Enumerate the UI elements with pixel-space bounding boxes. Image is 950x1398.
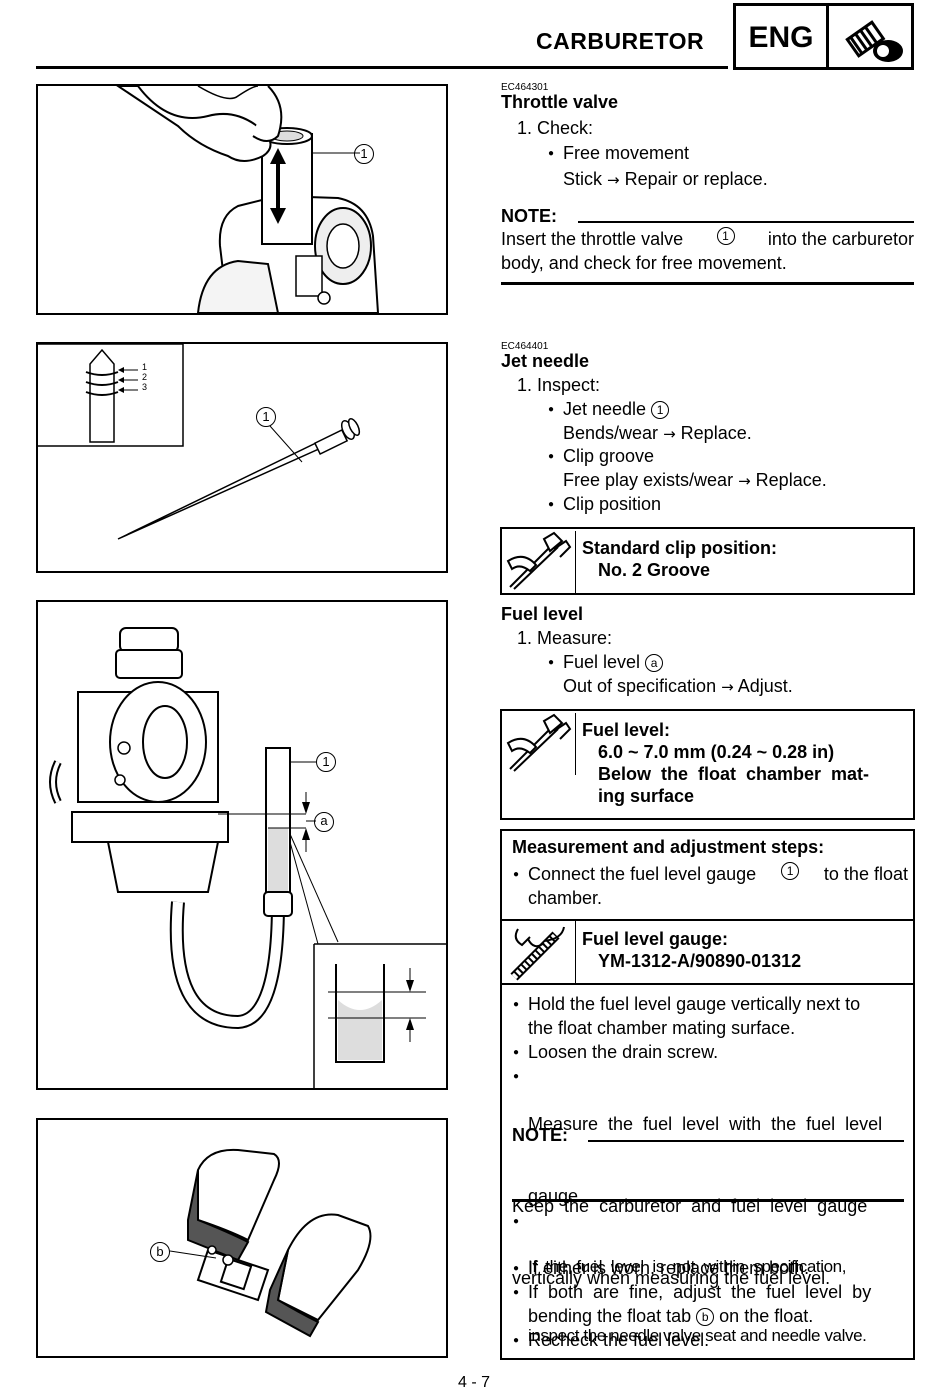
section-heading: Fuel level (501, 604, 584, 624)
spec-value: No. 2 Groove (598, 560, 711, 580)
note-label: NOTE: (512, 1125, 568, 1145)
tool-label: Fuel level gauge: (582, 929, 729, 949)
spec-label: Fuel level: (582, 720, 671, 740)
note-line-1: Insert the throttle valve (501, 229, 684, 249)
measurement-steps-box: Measurement and adjustment steps: Connec… (500, 829, 915, 1360)
arrow-right-icon: → (607, 171, 620, 189)
spec-label: Standard clip position: (582, 538, 778, 558)
section-heading: Jet needle (501, 351, 590, 371)
steps-heading: Measurement and adjustment steps: (512, 837, 825, 857)
spec-value: 6.0 ~ 7.0 mm (0.24 ~ 0.28 in) (598, 742, 835, 762)
arrow-right-icon: → (738, 472, 751, 490)
bullet-item: Connect the fuel level gauge 1 to the fl… (513, 862, 908, 910)
divider (502, 983, 913, 985)
fuel-level-figure: 1 a (36, 600, 448, 1090)
step-label: 1. Measure: (517, 628, 613, 648)
step-label: 1. Inspect: (517, 375, 601, 395)
eng-badge: ENG (733, 3, 914, 70)
circle-1-icon: 1 (651, 401, 670, 419)
note-end-rule (501, 282, 914, 285)
header-rule (36, 66, 728, 69)
jet-needle-figure: 1 2 3 1 (36, 342, 448, 573)
result-line: Free play exists/wear → Replace. (563, 470, 827, 490)
callout-b: b (150, 1242, 170, 1262)
bullet-item: Recheck the fuel level. (513, 1328, 709, 1353)
engine-gear-icon (829, 6, 911, 67)
caliper-icon (504, 531, 576, 593)
groove-labels: 1 2 3 (142, 362, 147, 392)
callout-1-label: 1 (360, 146, 368, 161)
spec-value: ing surface (598, 786, 695, 806)
arrow-right-icon: → (663, 425, 676, 443)
step-label: 1. Check: (517, 118, 594, 138)
eng-label: ENG (736, 6, 829, 67)
bullet-item: Free movement (548, 141, 689, 166)
spec-value: Below the float chamber mat- (598, 764, 870, 784)
bullet-item: Clip position (548, 492, 661, 517)
section-code: EC464401 (501, 341, 549, 352)
groove-label: 1 (142, 362, 148, 372)
bullet-item: Loosen the drain screw. (513, 1040, 718, 1065)
note-rule (588, 1140, 904, 1142)
throttle-valve-figure: 1 (36, 84, 448, 315)
divider (502, 919, 913, 921)
result-action: Repair or replace. (624, 169, 768, 189)
callout-1: 1 (316, 752, 336, 772)
callout-1-label: 1 (262, 409, 270, 424)
bullet-item: Fuel level a (548, 650, 664, 675)
note-line-1b: into the carburetor (767, 229, 914, 249)
bullet-item: Hold the fuel level gauge vertically nex… (513, 992, 906, 1040)
groove-label: 2 (142, 372, 148, 382)
circle-a-icon: a (645, 654, 664, 672)
bullet-item: Clip groove (548, 444, 654, 469)
result-line: Out of specification → Adjust. (563, 676, 793, 696)
circle-b-icon: b (696, 1308, 715, 1326)
page-number: 4 - 7 (458, 1374, 491, 1391)
result-text: Stick (563, 169, 603, 189)
arrow-right-icon: → (721, 678, 734, 696)
bullet-item: If both are fine, adjust the fuel level … (513, 1280, 906, 1328)
section-code: EC464301 (501, 82, 549, 93)
result-line: Stick → Repair or replace. (563, 167, 768, 192)
note-rule (578, 221, 914, 223)
tool-value: YM-1312-A/90890-01312 (598, 951, 802, 971)
bullet-item: If either is worn, replace them both. (513, 1256, 809, 1281)
section-heading: Throttle valve (501, 92, 619, 112)
tool-icon (504, 921, 576, 983)
circle-1-icon: 1 (716, 227, 735, 245)
spec-box-clip-position: Standard clip position: No. 2 Groove (500, 527, 915, 595)
section-title: CARBURETOR (536, 28, 705, 54)
note-end-rule (512, 1199, 904, 1202)
callout-1: 1 (256, 407, 276, 427)
float-tab-figure: b (36, 1118, 448, 1358)
callout-a: a (314, 812, 334, 832)
note-text: Insert the throttle valve 1 into the car… (501, 227, 914, 275)
bullet-item: Jet needle 1 (548, 397, 670, 422)
bullet-item: Measure the fuel level with the fuel lev… (513, 1064, 906, 1256)
groove-label: 3 (142, 382, 148, 392)
note-label: NOTE: (501, 206, 557, 226)
circle-1-icon: 1 (781, 862, 800, 880)
callout-1: 1 (354, 144, 374, 164)
result-line: Bends/wear → Replace. (563, 423, 752, 443)
note-line-2: body, and check for free movement. (501, 253, 787, 273)
spec-box-fuel-level: Fuel level: 6.0 ~ 7.0 mm (0.24 ~ 0.28 in… (500, 709, 915, 820)
caliper-icon (504, 713, 576, 775)
